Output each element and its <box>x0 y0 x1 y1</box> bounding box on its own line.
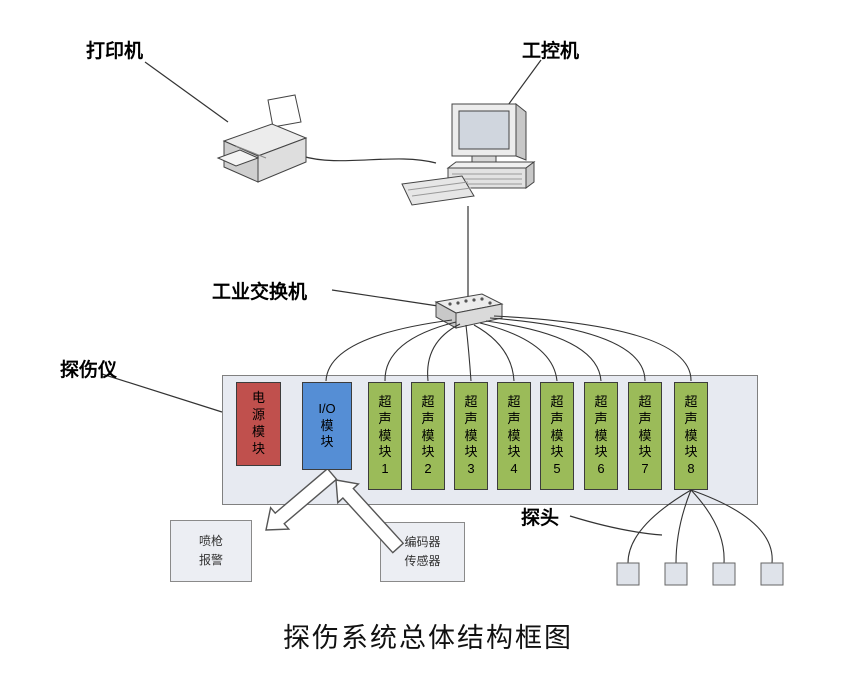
probe-2 <box>664 562 688 586</box>
ultrasonic-module-7: 超 声 模 块 7 <box>628 382 662 490</box>
ultrasonic-module-2: 超 声 模 块 2 <box>411 382 445 490</box>
diagram-title: 探伤系统总体结构框图 <box>283 623 573 653</box>
computer-label-line <box>502 59 542 113</box>
probe-lines <box>627 489 773 564</box>
arrow-to-spray-alarm <box>265 467 338 531</box>
probe-3 <box>712 562 736 586</box>
ultrasonic-module-8: 超 声 模 块 8 <box>674 382 708 490</box>
switch-label-line <box>331 289 439 307</box>
label-pointer-lines <box>101 59 663 536</box>
printer-icon <box>216 94 308 183</box>
ultrasonic-module-1: 超 声 模 块 1 <box>368 382 402 490</box>
switch-module-lines <box>325 315 692 382</box>
switch-icon <box>434 293 504 329</box>
ultrasonic-module-3: 超 声 模 块 3 <box>454 382 488 490</box>
probe-label-line <box>569 515 663 536</box>
device-connectors <box>301 155 469 297</box>
computer-icon <box>401 102 536 206</box>
computer-label: 工控机 <box>522 41 580 62</box>
detector-label: 探伤仪 <box>60 360 118 381</box>
printer-label-line <box>144 61 229 123</box>
ultrasonic-module-5: 超 声 模 块 5 <box>540 382 574 490</box>
io-arrows <box>265 467 405 554</box>
probe-1 <box>616 562 640 586</box>
probe-squares <box>616 562 784 586</box>
switch-label: 工业交换机 <box>212 282 308 303</box>
printer-label: 打印机 <box>86 41 144 62</box>
spray-alarm-box: 喷枪 报警 <box>170 520 252 582</box>
detector-label-line <box>101 373 223 413</box>
probe-label: 探头 <box>521 508 560 529</box>
switch-ports <box>448 297 492 306</box>
arrow-from-encoder <box>335 479 405 554</box>
ultrasonic-module-4: 超 声 模 块 4 <box>497 382 531 490</box>
ultrasonic-module-6: 超 声 模 块 6 <box>584 382 618 490</box>
printer-computer-line <box>301 155 437 164</box>
power-module: 电 源 模 块 <box>236 382 281 466</box>
io-module: I/O 模 块 <box>302 382 352 470</box>
probe-4 <box>760 562 784 586</box>
